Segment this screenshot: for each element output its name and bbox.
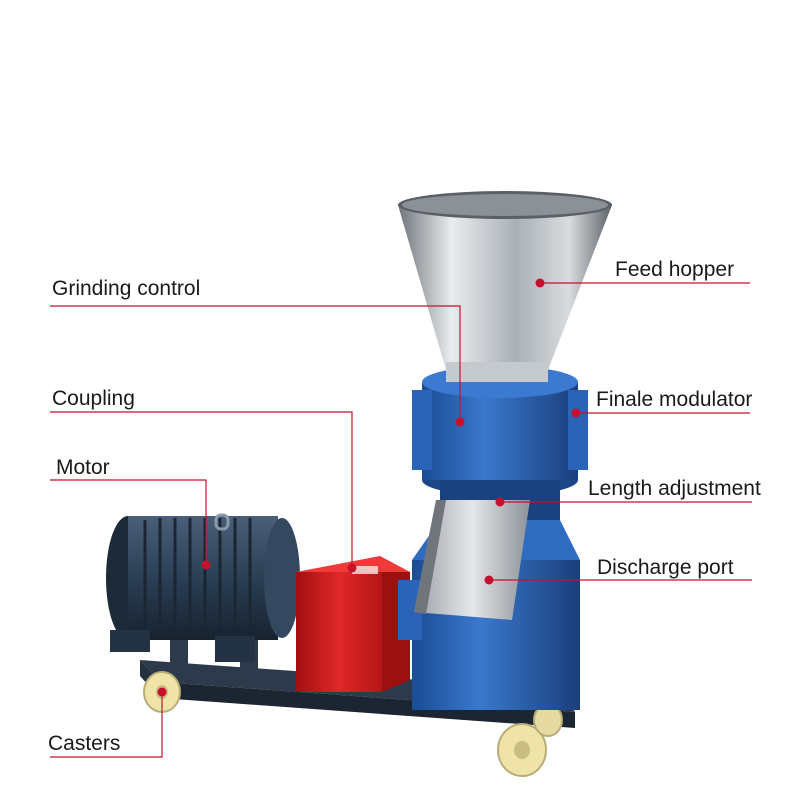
label-motor: Motor (56, 456, 110, 479)
die-housing (412, 366, 588, 520)
leader-dots (157, 278, 581, 697)
label-discharge-port: Discharge port (597, 556, 734, 579)
dot-coupling (347, 563, 357, 573)
dot-finale-modulator (571, 408, 581, 418)
hopper (398, 191, 612, 382)
dot-casters (157, 687, 167, 697)
caster-front-right (497, 723, 547, 777)
leader-lines (50, 282, 752, 758)
dot-discharge-port (484, 575, 494, 585)
label-feed-hopper: Feed hopper (615, 258, 735, 281)
dot-motor (201, 560, 211, 570)
label-grinding-control: Grinding control (52, 277, 201, 300)
dot-length-adjustment (495, 497, 505, 507)
label-length-adjustment: Length adjustment (588, 477, 761, 500)
motor-body (106, 513, 300, 662)
label-coupling: Coupling (52, 387, 135, 410)
coupling-housing (296, 556, 410, 692)
label-casters: Casters (48, 732, 121, 755)
label-finale-modulator: Finale modulator (596, 388, 753, 411)
dot-grinding-control (455, 417, 465, 427)
discharge-chute (414, 500, 530, 620)
dot-feed-hopper (535, 278, 545, 288)
